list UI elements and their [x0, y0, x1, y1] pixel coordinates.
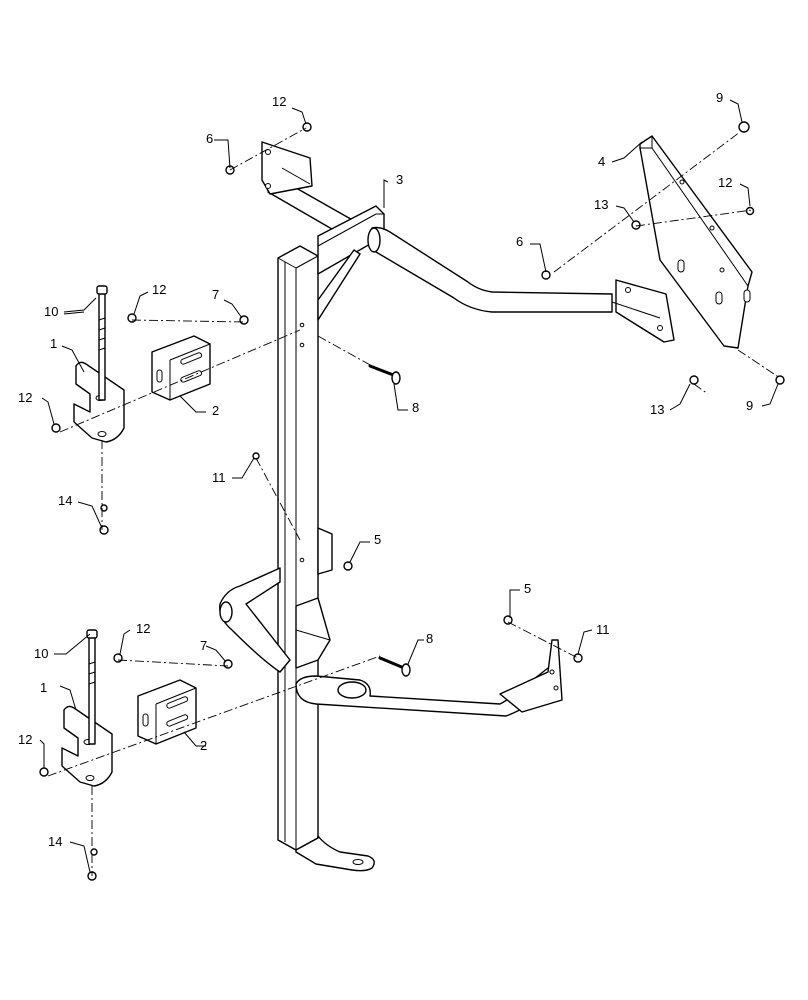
callout-2: 2: [200, 738, 207, 753]
callout-7: 7: [212, 287, 219, 302]
callout-5: 5: [524, 581, 531, 596]
callout-2: 2: [212, 403, 219, 418]
callout-11: 11: [596, 622, 610, 637]
pin-8-lower: [378, 656, 411, 677]
callout-5: 5: [374, 532, 381, 547]
callout-4: 4: [598, 154, 605, 169]
callout-12: 12: [272, 94, 286, 109]
callout-8: 8: [426, 631, 433, 646]
pin-8-upper: [368, 364, 401, 385]
centerlines: [47, 127, 781, 876]
u-bracket-lower: [61, 705, 113, 787]
callout-14: 14: [58, 493, 72, 508]
callout-10: 10: [34, 646, 48, 661]
bolt-10-upper: [96, 285, 108, 401]
clamp-bracket-upper: [151, 335, 211, 401]
callout-8: 8: [412, 400, 419, 415]
callout-10: 10: [44, 304, 58, 319]
callout-labels: 1 1 2 2 3 4 5 5 6 6 7 7 8 8 9 9 10 10 11…: [18, 90, 753, 849]
callout-leaders: [39, 99, 779, 873]
bolt-10-lower: [86, 629, 98, 745]
foot-plate: [295, 835, 375, 872]
callout-6: 6: [516, 234, 523, 249]
callout-12: 12: [136, 621, 150, 636]
nuts-and-screws: [39, 121, 785, 881]
callout-6: 6: [206, 131, 213, 146]
callout-13: 13: [594, 197, 608, 212]
callout-1: 1: [40, 680, 47, 695]
callout-14: 14: [48, 834, 62, 849]
callout-9: 9: [716, 90, 723, 105]
callout-3: 3: [396, 172, 403, 187]
upper-arm-assembly: [261, 141, 675, 343]
callout-9: 9: [746, 398, 753, 413]
callout-12: 12: [18, 732, 32, 747]
callout-13: 13: [650, 402, 664, 417]
callout-12: 12: [18, 390, 32, 405]
lower-arm-assembly: [219, 527, 563, 717]
callout-11: 11: [212, 470, 226, 485]
callout-12: 12: [152, 282, 166, 297]
callout-12: 12: [718, 175, 732, 190]
clamp-bracket-lower: [137, 679, 197, 745]
callout-1: 1: [50, 336, 57, 351]
callout-7: 7: [200, 638, 207, 653]
